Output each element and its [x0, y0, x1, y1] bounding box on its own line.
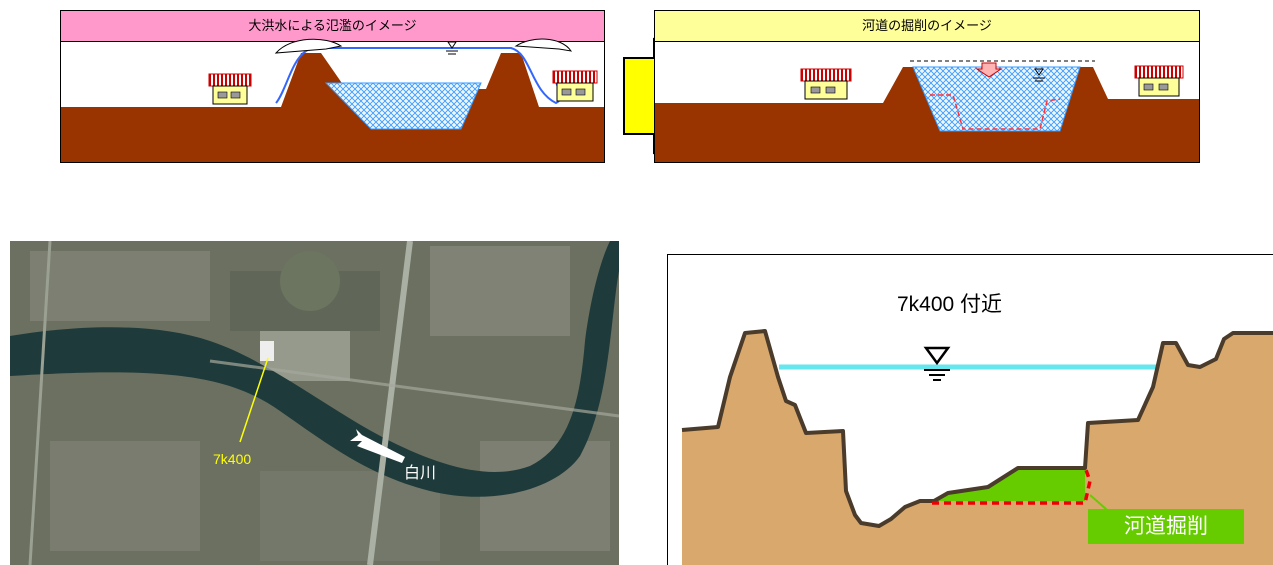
label-river-name: 白川: [404, 465, 437, 482]
house-icon: [552, 70, 598, 102]
overflow-arrow-left-icon: [274, 38, 343, 54]
label-7k400: 7k400: [213, 451, 252, 467]
house-icon: [1134, 65, 1184, 97]
water-level-icon: [446, 41, 458, 55]
flood-image-panel: 大洪水による氾濫のイメージ: [60, 10, 605, 163]
aerial-photo: [10, 241, 619, 565]
aerial-photo-graphic: [10, 241, 619, 565]
down-arrow-icon: [975, 62, 1003, 78]
excavation-panel-title: 河道の掘削のイメージ: [655, 11, 1199, 42]
excavation-diagram: [655, 60, 1199, 162]
house-icon: [208, 73, 252, 105]
house-icon: [800, 68, 852, 100]
flood-diagram: [61, 38, 604, 162]
cross-section-title: 7k400 付近: [897, 293, 1003, 316]
overflow-arrow-right-icon: [514, 38, 573, 52]
river-arrow-icon: [350, 429, 405, 463]
water-level-icon: [1033, 68, 1045, 82]
cross-section-diagram: [681, 329, 1273, 565]
excavation-legend: 河道掘削: [1088, 509, 1244, 544]
excavation-image-panel: 河道の掘削のイメージ: [654, 10, 1200, 163]
water-level-icon: [923, 346, 951, 381]
